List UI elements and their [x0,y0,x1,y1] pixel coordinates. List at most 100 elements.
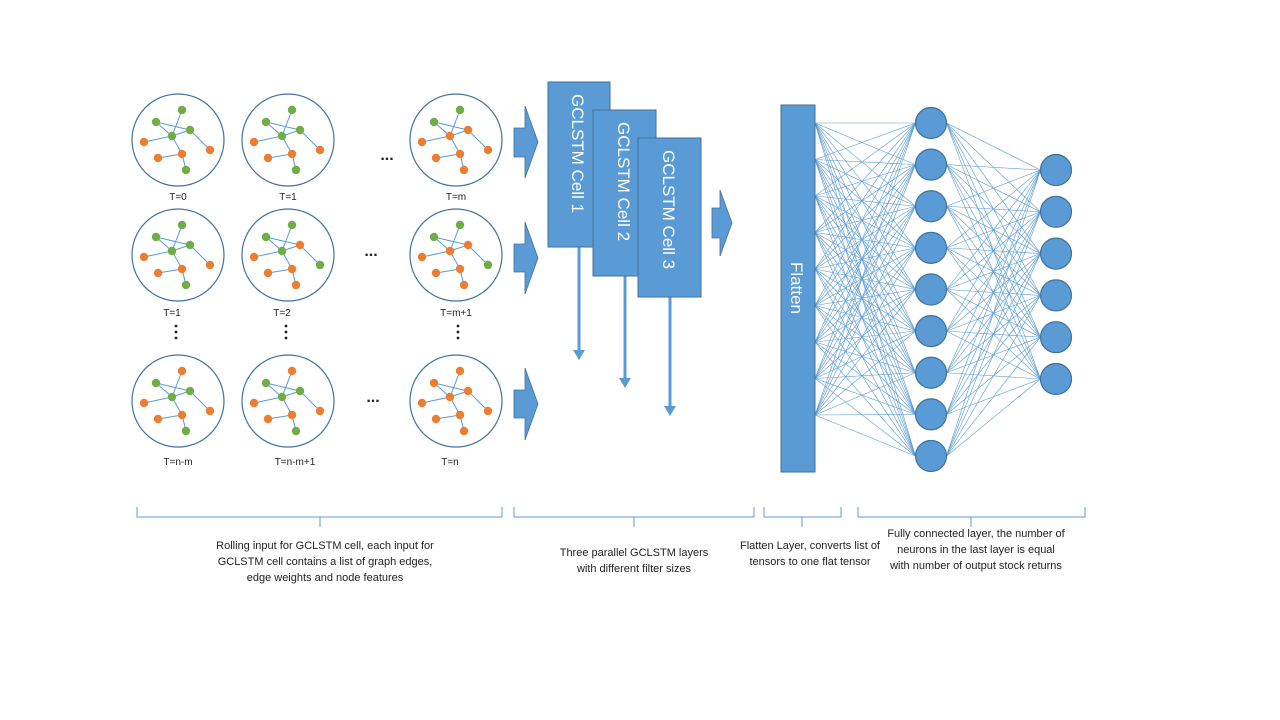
graph-node [315,406,325,416]
graph-node [167,246,177,256]
flatten-to-hidden-edge [814,305,916,373]
graph-edge [467,390,489,412]
output-neuron [1039,237,1073,270]
flatten-to-hidden-edge [814,247,916,306]
flatten-to-hidden-edge [814,206,916,379]
graph-node [153,153,163,163]
ellipsis-dot [174,336,178,340]
graph-node [483,406,493,416]
graph-node [295,240,305,250]
graph-node [431,153,441,163]
graph-node [185,386,195,396]
graph-node [139,252,149,262]
flatten-to-hidden-edge [814,289,916,306]
flatten-to-hidden-edge [814,289,916,343]
graph-node [205,145,215,155]
graph-node [455,105,465,115]
flatten-to-hidden-edge [814,305,916,457]
graph-node [429,232,439,242]
graph-node [429,378,439,388]
graph-boundary [409,354,503,448]
graph-node [315,145,325,155]
flatten-to-hidden-edge [814,268,916,290]
graph-boundary [409,93,503,187]
graph-snapshot [409,208,503,302]
graph-edge [155,382,191,392]
graph-boundary [131,354,225,448]
input-arrow [513,367,539,441]
hidden-to-output-edge [946,169,1041,457]
graph-edge [421,135,451,143]
graph-node [261,378,271,388]
fc-brace [857,507,1086,527]
ellipsis-dot [174,330,178,334]
graph-node [455,410,465,420]
graph-edge [189,244,211,266]
graph-edge [467,129,489,151]
graph-node [459,165,469,175]
flatten-to-hidden-edge [814,289,916,416]
graph-node [181,426,191,436]
flatten-to-hidden-edge [814,206,916,416]
graph-boundary [131,93,225,187]
flatten-to-hidden-edge [814,159,916,165]
graph-node [249,252,259,262]
flatten-to-hidden-edge [814,268,916,415]
flatten-to-hidden-edge [814,164,916,306]
hidden-to-output-edge [946,295,1041,457]
graph-edge [467,244,489,266]
graph-node [249,398,259,408]
graph-label: T=1 [279,192,297,203]
hidden-to-output-edge [946,164,1041,171]
graph-node [287,410,297,420]
flatten-to-hidden-edge [814,122,916,332]
graph-node [153,414,163,424]
graph-node [263,153,273,163]
input-arrows [513,105,733,441]
flatten-to-hidden-edge [814,247,916,270]
flatten-to-hidden-edge [814,122,916,197]
graph-node [277,131,287,141]
graph-edge [265,382,301,392]
gclstm-cell-3-label: GCLSTM Cell 3 [659,150,678,269]
graph-node [277,392,287,402]
graph-node [445,246,455,256]
graph-node [263,414,273,424]
hidden-to-output-edge [946,337,1041,457]
graph-node [263,268,273,278]
output-neuron [1039,362,1073,396]
section-braces [136,507,1086,527]
graph-edge [171,109,183,137]
flatten-brace [763,507,842,527]
flatten-to-hidden-edge [814,378,916,457]
ellipsis-mark: ... [366,389,379,406]
hidden-neuron [914,439,948,473]
flatten-to-hidden-edge [814,247,916,416]
ellipsis-dot [456,336,460,340]
graph-node [291,165,301,175]
flatten-to-hidden-edge [814,414,916,457]
flatten-to-hidden-edge [814,232,916,457]
flatten-to-hidden-edge [814,122,916,160]
graph-node [151,232,161,242]
flatten-to-hidden-edge [814,122,916,249]
hidden-to-output-edge [946,169,1041,290]
graph-node [417,137,427,147]
flatten-to-hidden-edge [814,414,916,416]
graph-label: T=2 [273,308,291,319]
output-neuron [1039,279,1073,312]
graph-node [277,246,287,256]
output-layer [1039,153,1073,396]
graph-node [455,366,465,376]
flatten-to-hidden-edge [814,122,916,165]
ellipsis-dot [284,330,288,334]
graph-boundary [131,208,225,302]
graph-node [287,149,297,159]
hidden-neuron [914,398,948,431]
output-neuron [1039,153,1073,187]
output-neuron [1039,321,1073,354]
flatten-to-hidden-edge [814,195,916,457]
flatten-to-hidden-edge [814,330,916,343]
graph-boundary [241,208,335,302]
graph-node [167,131,177,141]
